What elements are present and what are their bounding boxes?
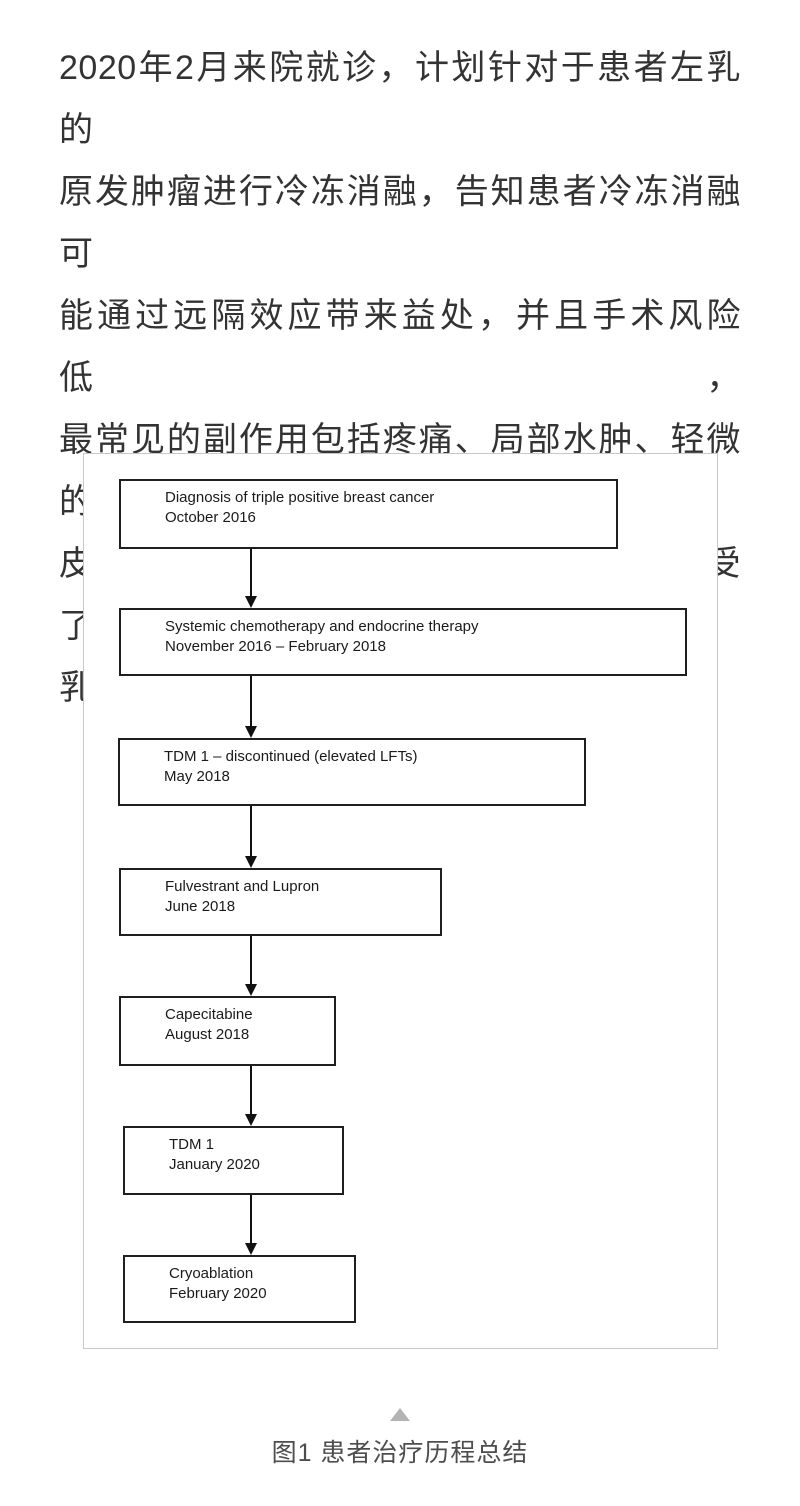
collapse-triangle-icon[interactable] <box>390 1408 410 1421</box>
down-arrow-connector <box>250 549 252 596</box>
case-text-line: 能通过远隔效应带来益处，并且手术风险低， <box>59 297 741 397</box>
down-arrow-connector <box>250 806 252 856</box>
flowchart-step-box: Capecitabine August 2018 <box>119 996 336 1066</box>
step-title: Capecitabine <box>165 1006 253 1023</box>
step-date: February 2020 <box>169 1285 267 1302</box>
step-title: Cryoablation <box>169 1265 254 1282</box>
step-date: October 2016 <box>165 509 256 526</box>
treatment-flowchart-figure: Diagnosis of triple positive breast canc… <box>83 453 718 1349</box>
down-arrow-connector <box>250 676 252 726</box>
step-title: TDM 1 <box>169 1136 214 1153</box>
step-title: Systemic chemotherapy and endocrine ther… <box>165 618 479 635</box>
case-text-line: 原发肿瘤进行冷冻消融，告知患者冷冻消融可 <box>59 173 741 273</box>
flowchart-step-box: TDM 1 – discontinued (elevated LFTs) May… <box>118 738 586 806</box>
down-arrow-connector <box>250 936 252 984</box>
step-date: November 2016 – February 2018 <box>165 638 386 655</box>
case-text-line: 2020年2月来院就诊，计划针对于患者左乳的 <box>59 49 741 149</box>
flowchart-step-box: TDM 1 January 2020 <box>123 1126 344 1195</box>
step-date: August 2018 <box>165 1026 250 1043</box>
figure-caption: 图1 患者治疗历程总结 <box>271 1439 529 1467</box>
step-title: Fulvestrant and Lupron <box>165 878 320 895</box>
step-title: TDM 1 – discontinued (elevated LFTs) <box>164 748 418 765</box>
flowchart-step-box: Fulvestrant and Lupron June 2018 <box>119 868 442 936</box>
step-title: Diagnosis of triple positive breast canc… <box>165 489 435 506</box>
step-date: June 2018 <box>165 898 236 915</box>
down-arrow-connector <box>250 1195 252 1243</box>
down-arrow-connector <box>250 1066 252 1114</box>
flowchart-step-box: Cryoablation February 2020 <box>123 1255 356 1323</box>
step-date: May 2018 <box>164 768 230 785</box>
step-date: January 2020 <box>169 1156 260 1173</box>
flowchart-step-box: Diagnosis of triple positive breast canc… <box>119 479 618 549</box>
case-text-line: 最常见的副作用包括疼痛、局部水肿、轻微的 <box>59 421 741 521</box>
flowchart-step-box: Systemic chemotherapy and endocrine ther… <box>119 608 687 676</box>
